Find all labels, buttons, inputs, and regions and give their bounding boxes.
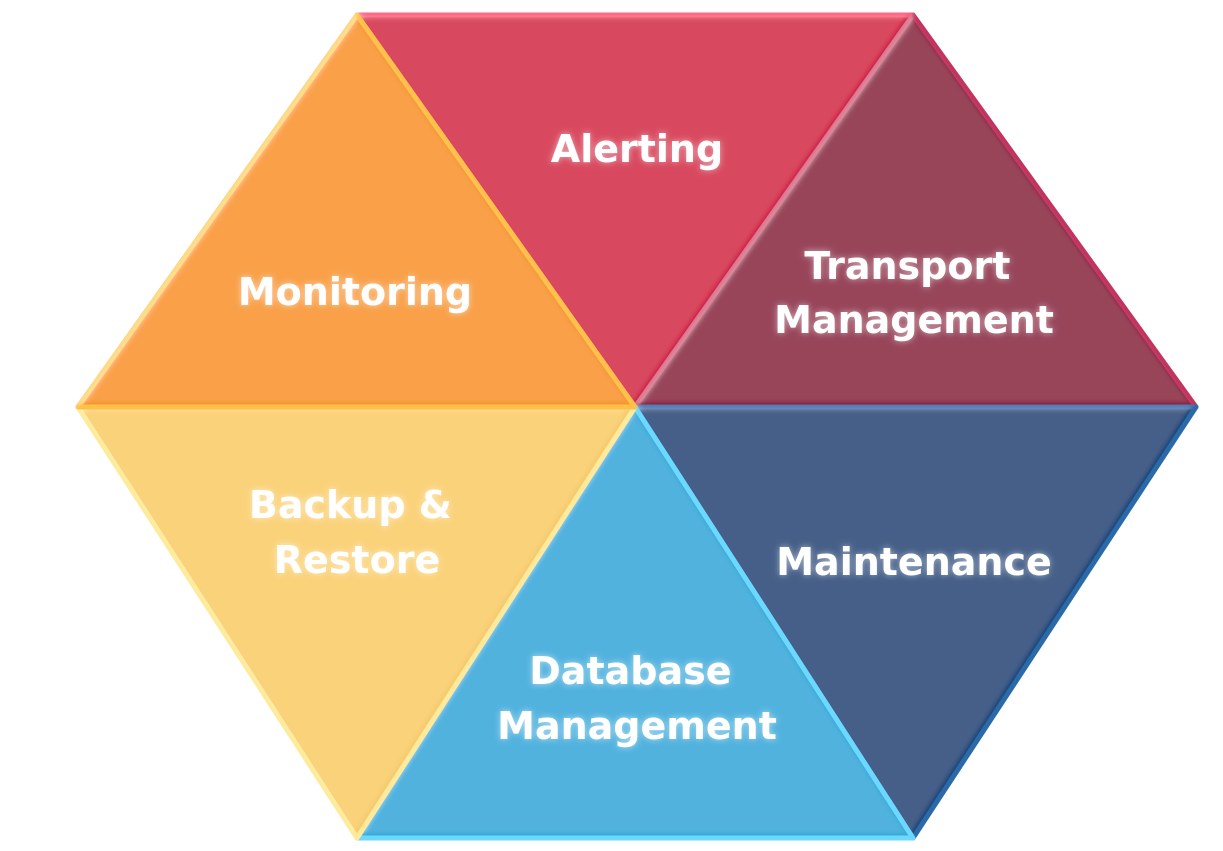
segment-database-management-label: Database Management	[497, 649, 777, 748]
segment-backup-restore-label: Backup & Restore	[249, 483, 465, 582]
segment-maintenance-label: Maintenance	[776, 540, 1052, 584]
segment-database-management: Database Management	[354, 404, 916, 841]
segment-transport-management-label: Transport Management	[774, 244, 1054, 342]
segment-monitoring-shape	[75, 12, 638, 410]
segment-monitoring: Monitoring	[75, 12, 638, 410]
segment-monitoring-label: Monitoring	[238, 270, 472, 314]
segment-alerting-label: Alerting	[551, 127, 723, 171]
segment-transport-management: Transport Management	[632, 12, 1199, 410]
